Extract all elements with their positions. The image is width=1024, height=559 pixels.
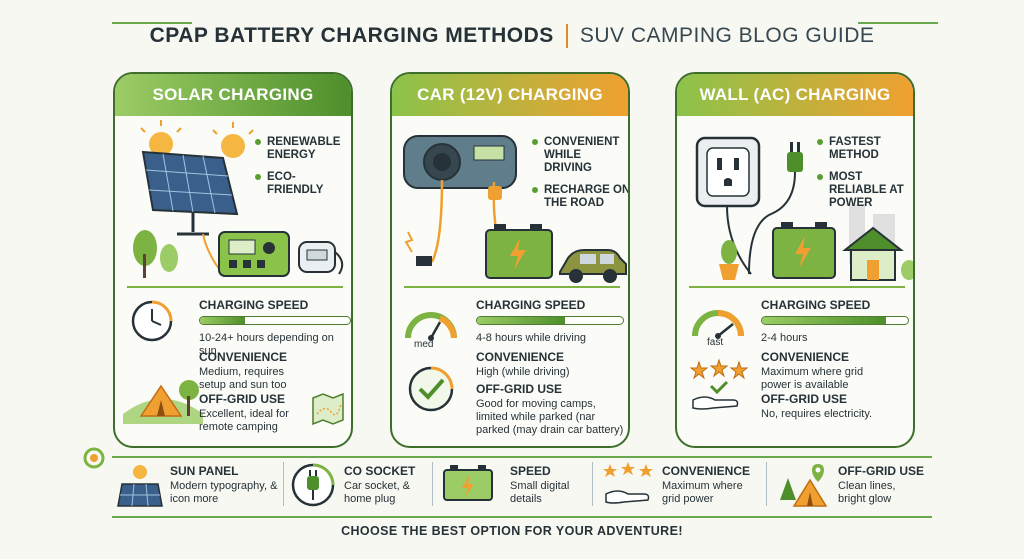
car-speed-label: CHARGING SPEED	[476, 298, 586, 312]
feature-title-speed: SPEED	[510, 464, 551, 478]
camping-tent-icon	[780, 464, 828, 507]
solar-benefit-1: RENEWABLE ENERGY	[255, 136, 351, 162]
feature-desc-speed: Small digital details	[510, 480, 570, 505]
home-battery-icon	[772, 204, 913, 281]
car-speed-fill	[477, 317, 565, 324]
wall-speed-fill	[762, 317, 887, 324]
car-convenience-text: High (while driving)	[476, 366, 570, 378]
card-car-title: CAR (12V) CHARGING	[392, 74, 628, 116]
gauge-medium-label: med	[414, 339, 434, 350]
car-socket-plug-icon	[291, 463, 335, 507]
convenience-stars-icon	[603, 462, 653, 504]
solar-speed-text: 10-24+ hours depending on sun	[199, 332, 334, 357]
page-subtitle: SUV CAMPING BLOG GUIDE	[579, 24, 875, 47]
gauge-fast-label: fast	[707, 337, 724, 348]
features-bottom-rule	[112, 516, 932, 518]
car-convenience-label: CONVENIENCE	[476, 350, 565, 364]
wall-speed-text: 2-4 hours	[761, 332, 808, 344]
card-solar-title: SOLAR CHARGING	[115, 74, 351, 116]
wall-convenience-text: Maximum where grid power is available	[761, 366, 864, 391]
car-speed-bar	[476, 316, 624, 325]
feature-title-socket: CO SOCKET	[344, 464, 416, 478]
stars-hand-icon	[689, 358, 749, 410]
feature-desc-convenience: Maximum where grid power	[662, 480, 743, 505]
wall-convenience-label: CONVENIENCE	[761, 350, 850, 364]
car-offgrid-label: OFF-GRID USE	[476, 382, 562, 396]
feature-desc-sun-panel: Modern typography, & icon more	[170, 480, 278, 505]
card-wall: WALL (AC) CHARGING FASTEST METHOD MOST R…	[675, 72, 915, 448]
card-divider	[404, 286, 620, 288]
battery-icon	[443, 465, 493, 501]
feature-separator	[283, 462, 284, 506]
checkmark-icon	[408, 366, 454, 412]
feature-title-sun-panel: SUN PANEL	[170, 464, 239, 478]
power-station-icon	[218, 231, 344, 277]
wall-offgrid-text: No, requires electricity.	[761, 408, 873, 420]
map-icon	[312, 392, 344, 426]
solar-speed-bar	[199, 316, 351, 325]
wall-offgrid-label: OFF-GRID USE	[761, 392, 847, 406]
solar-panel-icon	[133, 120, 254, 278]
wall-benefits: FASTEST METHOD MOST RELIABLE AT POWER	[817, 136, 913, 219]
feature-title-offgrid: OFF-GRID USE	[838, 464, 924, 478]
card-car: CAR (12V) CHARGING CONVENIENT WHILE DRIV…	[390, 72, 630, 448]
call-to-action: CHOOSE THE BEST OPTION FOR YOUR ADVENTUR…	[341, 524, 683, 538]
wall-speed-label: CHARGING SPEED	[761, 298, 871, 312]
car-battery-icon	[485, 224, 627, 283]
feature-separator	[432, 462, 433, 506]
card-divider	[689, 286, 905, 288]
feature-title-convenience: CONVENIENCE	[662, 464, 751, 478]
solar-convenience-label: CONVENIENCE	[199, 350, 288, 364]
title-separator	[565, 24, 568, 48]
features-top-rule	[112, 456, 932, 458]
clock-icon	[131, 300, 173, 342]
gauge-medium-icon	[405, 312, 457, 341]
card-divider	[127, 286, 343, 288]
solar-convenience-text: Medium, requires setup and sun too	[199, 366, 287, 391]
wall-speed-bar	[761, 316, 909, 325]
wall-outlet-icon	[695, 136, 803, 280]
page-header: CPAP BATTERY CHARGING METHODS SUV CAMPIN…	[0, 14, 1024, 58]
card-solar: SOLAR CHARGING RENEWABLE ENERGY ECO-FRIE…	[113, 72, 353, 448]
feature-desc-offgrid: Clean lines, bright glow	[838, 480, 896, 505]
tent-icon	[123, 380, 203, 424]
car-benefit-1: CONVENIENT WHILE DRIVING	[532, 136, 628, 175]
feature-separator	[592, 462, 593, 506]
car-offgrid-text: Good for moving camps, limited while par…	[476, 398, 624, 436]
car-benefits: CONVENIENT WHILE DRIVING RECHARGE ON THE…	[532, 136, 628, 219]
title-rule-right	[858, 22, 938, 24]
car-socket-icon	[403, 135, 517, 266]
gauge-fast-icon	[692, 310, 744, 339]
solar-offgrid-label: OFF-GRID USE	[199, 392, 285, 406]
car-benefit-2: RECHARGE ON THE ROAD	[532, 184, 628, 210]
solar-speed-fill	[200, 317, 245, 324]
wall-benefit-2: MOST RELIABLE AT POWER	[817, 171, 913, 210]
solar-benefit-2: ECO-FRIENDLY	[255, 171, 351, 197]
feature-separator	[766, 462, 767, 506]
page-title: CPAP BATTERY CHARGING METHODS	[149, 24, 554, 47]
sun-panel-icon	[117, 465, 163, 507]
feature-desc-socket: Car socket, & home plug	[344, 480, 411, 505]
card-wall-title: WALL (AC) CHARGING	[677, 74, 913, 116]
wall-benefit-1: FASTEST METHOD	[817, 136, 913, 162]
solar-speed-label: CHARGING SPEED	[199, 298, 309, 312]
solar-benefits: RENEWABLE ENERGY ECO-FRIENDLY	[255, 136, 351, 206]
title-rule-left	[112, 22, 192, 24]
car-speed-text: 4-8 hours while driving	[476, 332, 587, 344]
solar-offgrid-text: Excellent, ideal for remote camping	[199, 408, 289, 433]
ring-decoration-icon	[83, 447, 105, 469]
